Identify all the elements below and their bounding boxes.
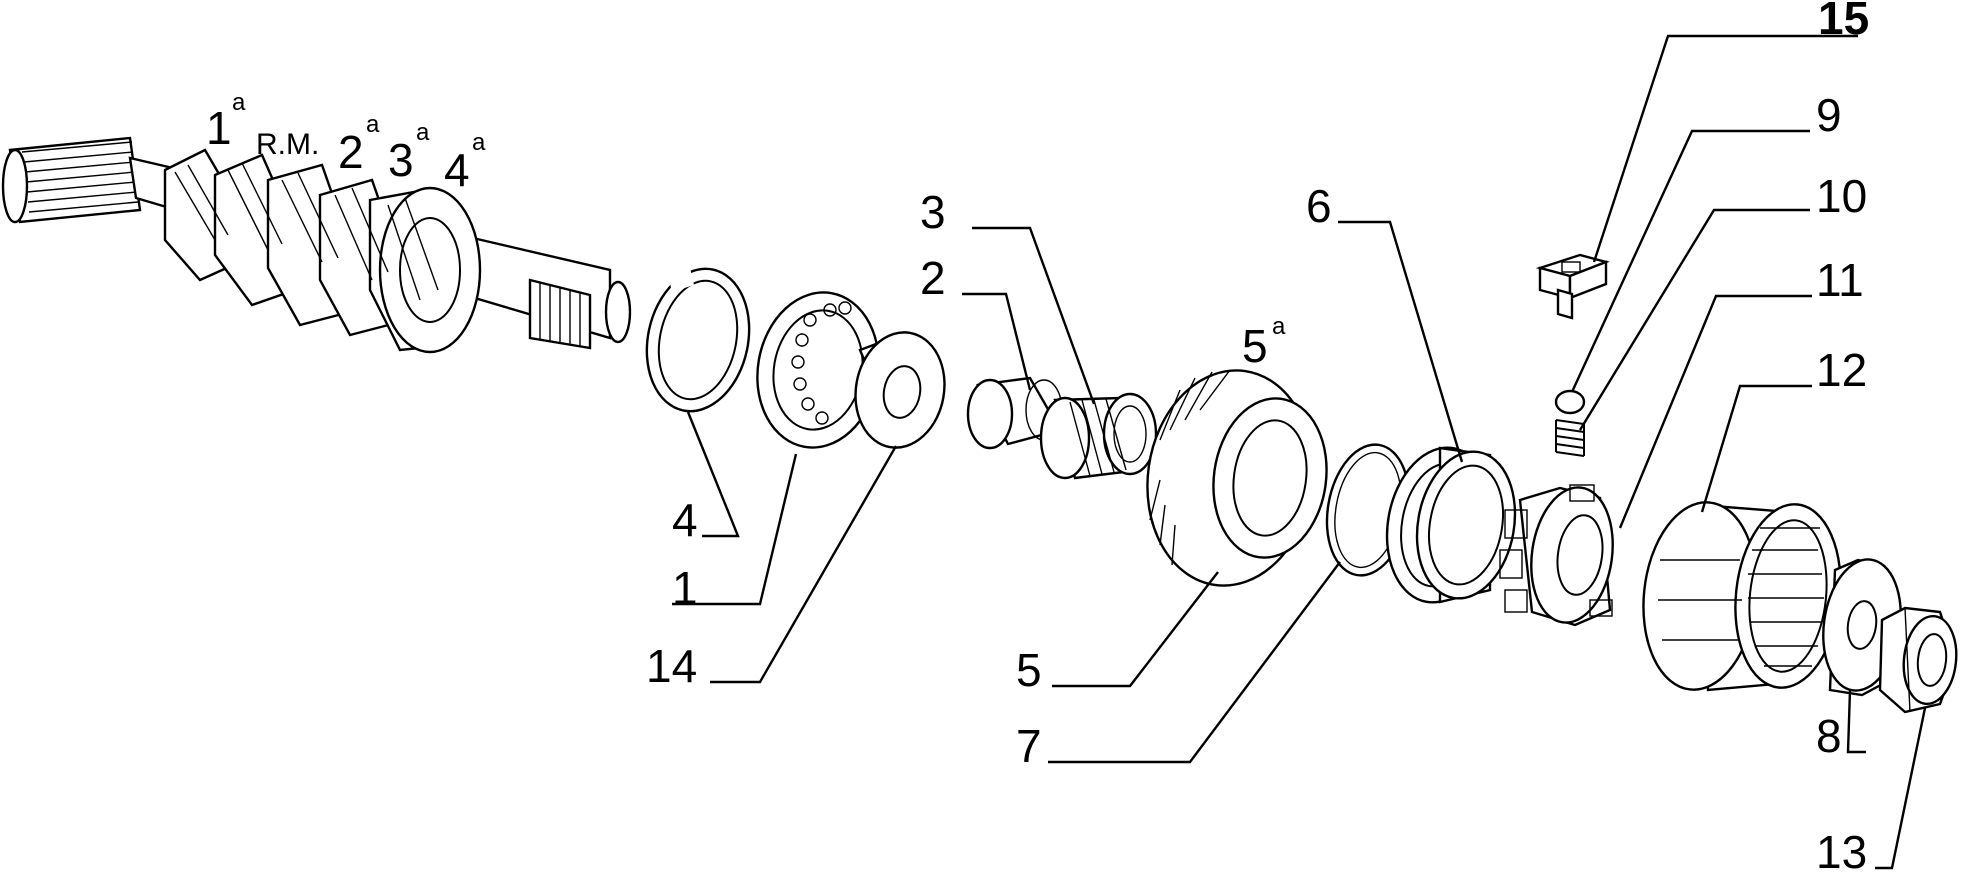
callout-labels: 15 9 10 11 12 8 13 6 7 5 3 2 4 1 14: [646, 0, 1869, 875]
gear-labels: 1 a R.M. 2 a 3 a 4 a 5 a: [206, 89, 1286, 372]
gear-label-fifth: 5: [1242, 320, 1268, 372]
synchro-hub-part-11: [1499, 484, 1614, 627]
callout-14: 14: [646, 640, 697, 692]
callout-2: 2: [920, 252, 946, 304]
callout-4: 4: [672, 494, 698, 546]
gear-label-fourth-sup: a: [472, 129, 486, 156]
gear-label-first-sup: a: [232, 89, 246, 116]
gear-label-second: 2: [338, 126, 364, 178]
bearing-part-1: [756, 291, 880, 449]
callout-1: 1: [672, 562, 698, 614]
needle-cage-part-3: [1039, 392, 1158, 480]
callout-5: 5: [1016, 644, 1042, 696]
gear-label-reverse: R.M.: [256, 128, 319, 161]
synchro-key-part-15: [1535, 253, 1610, 320]
synchro-ring-part-6: [1385, 446, 1517, 604]
gear-label-fourth: 4: [444, 144, 470, 196]
gear-label-second-sup: a: [366, 111, 380, 138]
bushing-part-2: [966, 376, 1063, 450]
callout-7: 7: [1016, 720, 1042, 772]
leader-lines: [672, 34, 1927, 870]
callout-8: 8: [1816, 710, 1842, 762]
callout-10: 10: [1816, 170, 1867, 222]
callout-3: 3: [920, 186, 946, 238]
detent-spring-part-10: [1555, 419, 1585, 457]
callout-9: 9: [1816, 89, 1842, 141]
callout-13: 13: [1816, 826, 1867, 875]
gear-label-fifth-sup: a: [1272, 313, 1286, 340]
primary-shaft-assembly: [1, 136, 632, 354]
detent-ball-part-9: [1554, 389, 1586, 415]
callout-15: 15: [1818, 0, 1869, 44]
sliding-sleeve-part-12: [1642, 501, 1842, 692]
callout-6: 6: [1306, 180, 1332, 232]
callout-12: 12: [1816, 344, 1867, 396]
spacer-part-14: [854, 331, 946, 449]
gear-label-first: 1: [206, 102, 232, 154]
snap-ring-part-4: [645, 267, 751, 413]
fifth-gear-part-5: [1146, 369, 1328, 587]
nut-part-13: [1878, 606, 1958, 714]
callout-11: 11: [1816, 254, 1864, 306]
gear-label-third: 3: [388, 134, 414, 186]
gear-label-third-sup: a: [416, 119, 430, 146]
